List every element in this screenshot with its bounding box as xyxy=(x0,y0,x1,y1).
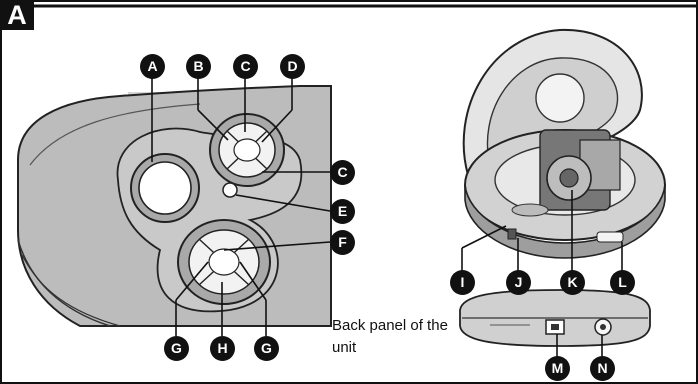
callout-m: M xyxy=(545,356,570,381)
callout-d: D xyxy=(280,54,305,79)
callout-i: I xyxy=(450,270,475,295)
left-leader-lines xyxy=(151,78,331,336)
callout-a: A xyxy=(140,54,165,79)
callout-b: B xyxy=(186,54,211,79)
control-panel-illustration xyxy=(17,78,332,336)
section-label: A xyxy=(0,0,34,30)
callout-h: H xyxy=(210,336,235,361)
right-leader-lines xyxy=(461,190,623,272)
callout-j: J xyxy=(506,270,531,295)
cd-player-illustration xyxy=(461,28,666,272)
back-leader-lines xyxy=(556,334,603,360)
callout-k: K xyxy=(560,270,585,295)
callout-g-right: G xyxy=(254,336,279,361)
button-a xyxy=(138,161,192,215)
callout-c-top: C xyxy=(233,54,258,79)
callout-f: F xyxy=(330,230,355,255)
callout-e: E xyxy=(330,199,355,224)
callout-g-left: G xyxy=(164,336,189,361)
callout-l: L xyxy=(610,270,635,295)
callout-c-right: C xyxy=(330,160,355,185)
back-panel-caption: Back panel of the unit xyxy=(332,317,448,356)
indicator-e xyxy=(222,182,238,198)
back-panel-illustration xyxy=(459,289,651,360)
callout-n: N xyxy=(590,356,615,381)
